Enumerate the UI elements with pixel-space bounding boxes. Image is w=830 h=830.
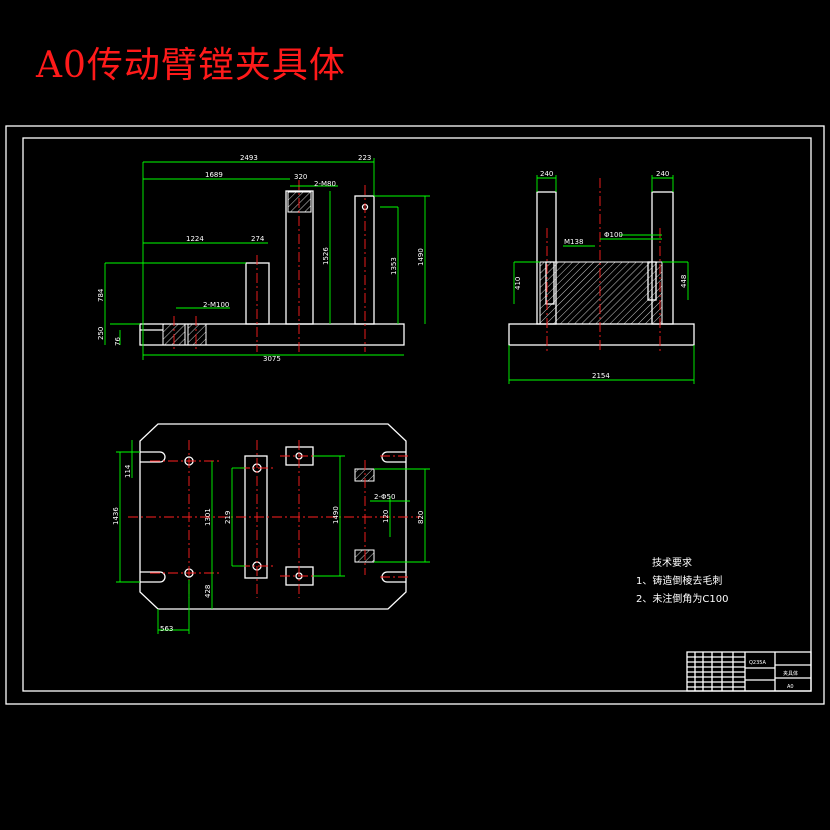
top-dim-820: 820 [417,511,425,524]
notes-item-2: 2、未注倒角为C100 [636,592,728,605]
dim-2-m100: 2-M100 [203,301,229,309]
dim-1353: 1353 [390,257,398,275]
outer-frame [5,125,825,705]
dim-3075: 3075 [263,355,281,363]
technical-notes: 技术要求 1、铸造倒棱去毛刺 2、未注倒角为C100 [636,556,728,605]
dim-2493: 2493 [240,154,258,162]
drawing-title: A0传动臂镗夹具体 [36,45,346,86]
side-dim-m138: M138 [564,238,583,246]
top-dim-120: 120 [382,510,390,523]
top-dim-114: 114 [124,464,132,478]
title-block-sheet: A0 [787,684,794,690]
dim-274: 274 [251,235,265,243]
dim-1490: 1490 [417,248,425,266]
top-view: 1436 1301 219 1490 820 2-Φ50 120 563 428… [112,423,430,634]
side-dim-2154: 2154 [592,372,610,380]
top-dim-1301: 1301 [204,508,212,526]
dim-1224: 1224 [186,235,204,243]
side-dim-240-right: 240 [656,170,669,178]
title-block: Q235A 夹具体 A0 [686,651,812,692]
dim-2-m80: 2-M80 [314,180,336,188]
top-dim-219: 219 [224,511,232,524]
dim-1689: 1689 [205,171,223,179]
notes-heading: 技术要求 [652,556,692,569]
dim-223: 223 [358,154,371,162]
top-dim-1436: 1436 [112,507,120,525]
side-dim-448: 448 [680,275,688,288]
inner-frame [22,137,812,692]
title-block-name: 夹具体 [783,670,798,677]
side-dim-410: 410 [514,277,522,290]
title-block-material: Q235A [749,660,766,666]
dim-1526: 1526 [322,247,330,265]
side-view: 240 240 M138 Φ100 410 448 2154 [508,170,695,384]
notes-item-1: 1、铸造倒棱去毛刺 [636,574,722,587]
side-dim-240-left: 240 [540,170,553,178]
front-view: 2493 1689 320 223 2-M80 1224 274 1526 13… [97,154,430,363]
top-dim-563: 563 [160,625,173,633]
dim-784: 784 [97,288,105,302]
dim-250: 250 [97,327,105,340]
dim-76: 76 [114,337,122,346]
top-dim-428: 428 [204,585,212,598]
top-dim-1490: 1490 [332,506,340,524]
side-dim-phi100: Φ100 [604,231,623,239]
top-dim-2-phi50: 2-Φ50 [374,493,395,501]
dim-320: 320 [294,173,307,181]
